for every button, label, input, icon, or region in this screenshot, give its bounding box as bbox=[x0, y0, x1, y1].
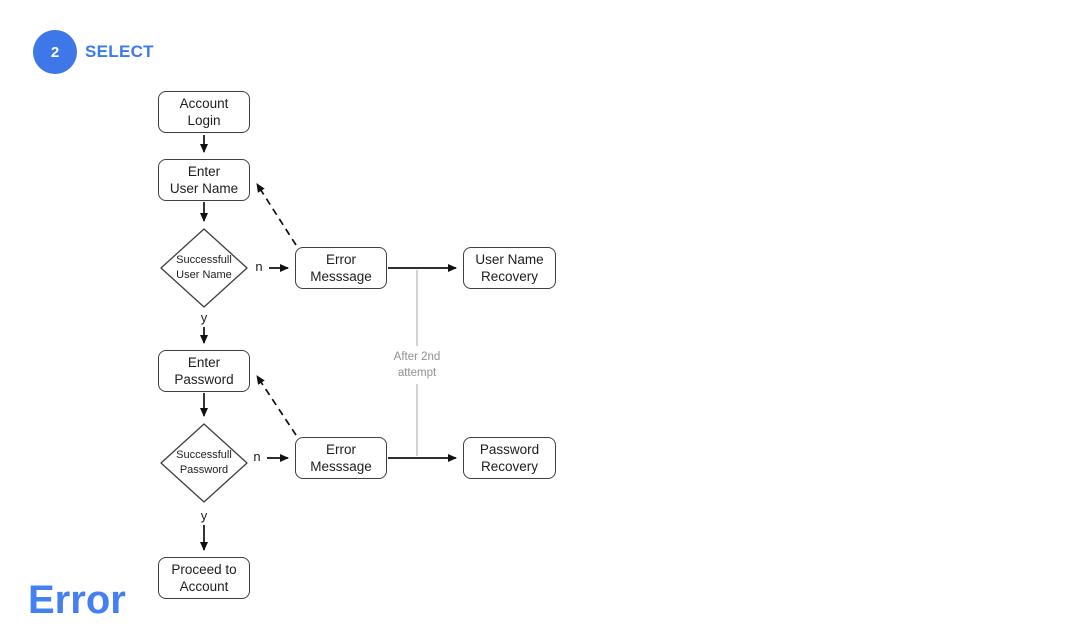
error-title: Error bbox=[28, 578, 126, 622]
edge-label-no-2: n bbox=[253, 449, 261, 464]
step-number-badge[interactable]: 2 bbox=[33, 30, 77, 74]
step-number: 2 bbox=[50, 43, 60, 61]
node-enter-password[interactable]: Enter Password bbox=[158, 350, 250, 392]
node-account-login[interactable]: Account Login bbox=[158, 91, 250, 133]
decision-diamond-shape bbox=[160, 228, 248, 308]
edge-label-no-1: n bbox=[255, 259, 263, 274]
node-decision-successful-password[interactable]: Successfull Password bbox=[160, 423, 248, 503]
node-decision-successful-user-name[interactable]: Successfull User Name bbox=[160, 228, 248, 308]
node-label: Successfull Password bbox=[176, 449, 232, 476]
node-proceed-to-account[interactable]: Proceed to Account bbox=[158, 557, 250, 599]
node-error-message-1[interactable]: Error Messsage bbox=[295, 247, 387, 289]
edge-label-yes-2: y bbox=[200, 508, 208, 523]
node-password-recovery[interactable]: Password Recovery bbox=[463, 437, 556, 479]
node-user-name-recovery[interactable]: User Name Recovery bbox=[463, 247, 556, 289]
edge-label-after-2nd-attempt: After 2nd attempt bbox=[372, 349, 462, 381]
node-error-message-2[interactable]: Error Messsage bbox=[295, 437, 387, 479]
edge-label-yes-1: y bbox=[200, 310, 208, 325]
node-label: Successfull User Name bbox=[176, 254, 232, 281]
node-enter-user-name[interactable]: Enter User Name bbox=[158, 159, 250, 201]
step-label: SELECT bbox=[85, 42, 154, 61]
decision-diamond-shape bbox=[160, 423, 248, 503]
